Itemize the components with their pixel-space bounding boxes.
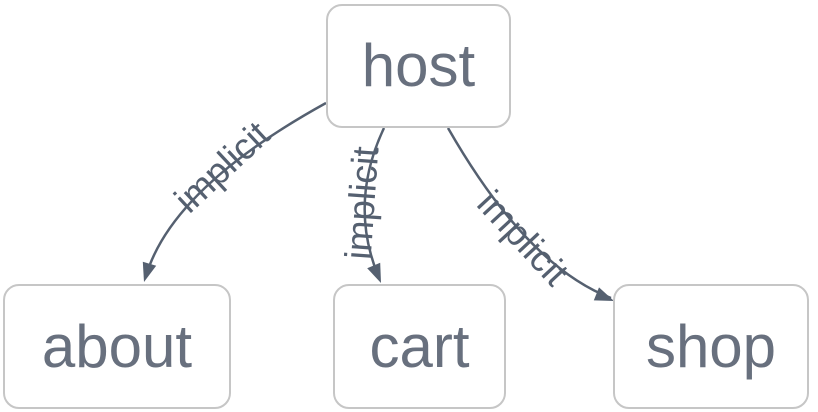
edge-host-about-arrowhead-icon [142,261,157,282]
edge-host-cart-arrowhead-icon [367,262,381,283]
node-cart[interactable]: cart [333,284,506,409]
node-host[interactable]: host [326,4,511,128]
edge-host-about-label: implicit [167,113,278,221]
edge-host-shop-label: implicit [469,183,577,294]
edge-host-shop: implicit [446,127,614,301]
edge-host-cart-label: implicit [338,144,387,260]
node-about[interactable]: about [3,284,231,409]
edge-host-shop-path[interactable] [446,127,612,300]
edge-host-cart: implicit [338,127,387,283]
node-host-label: host [361,32,476,99]
edge-host-about-path[interactable] [144,101,327,277]
edge-host-cart-path[interactable] [363,127,386,279]
node-shop[interactable]: shop [613,284,809,409]
edge-host-about: implicit [142,101,327,282]
node-cart-label: cart [369,312,470,380]
node-about-label: about [41,312,193,380]
edge-host-shop-arrowhead-icon [593,287,614,301]
node-shop-label: shop [645,312,777,380]
